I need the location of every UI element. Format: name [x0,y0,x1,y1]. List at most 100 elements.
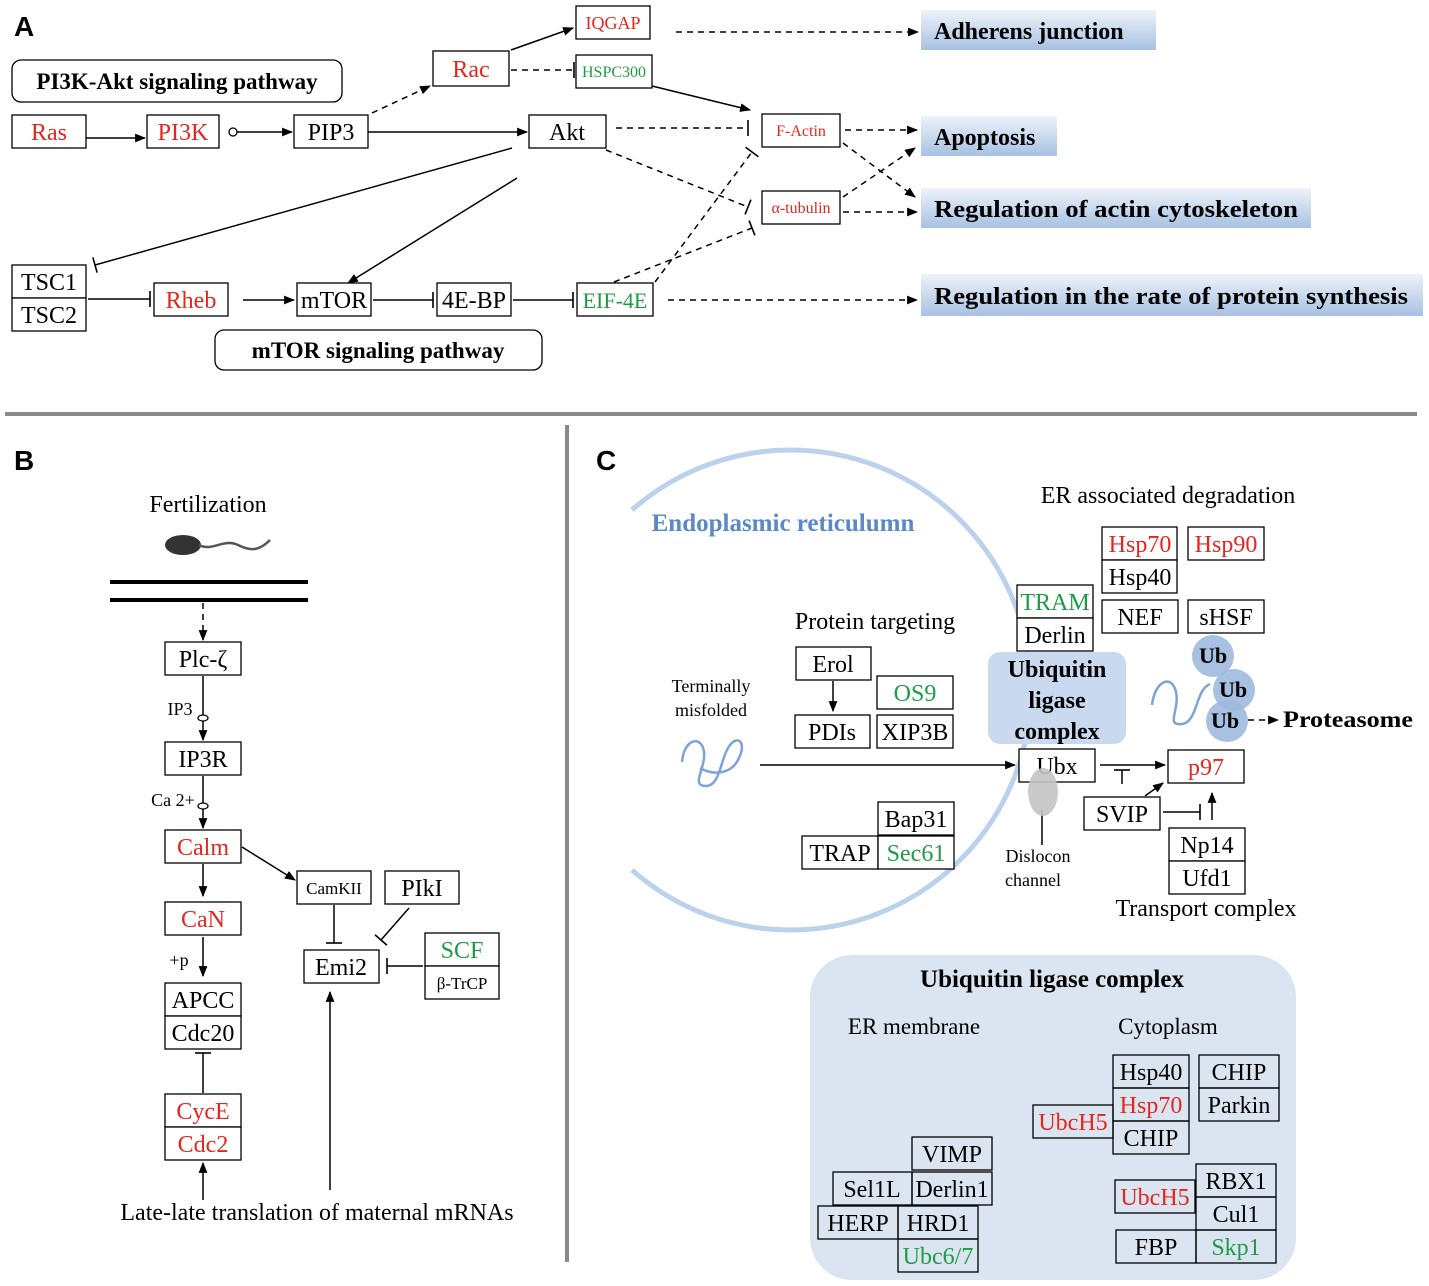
er-title: Endoplasmic reticulumn [652,510,915,537]
node-tram-label: TRAM [1020,590,1089,616]
node-svip: SVIP [1083,796,1161,831]
erad-title: ER associated degradation [1041,483,1296,509]
ubiquitin-ligase-complex-node: Ubiquitin ligase complex [988,652,1126,745]
node-nef-label: NEF [1117,605,1162,631]
proteasome-label: Proteasome [1283,707,1413,732]
node-ufd1-label: Ufd1 [1182,866,1231,892]
node-pi3k: PI3K [146,114,220,149]
node-eif4e: EIF-4E [576,282,654,317]
edge-plc-ip3r-node [197,714,209,722]
node-trap: TRAP [801,835,879,870]
complex-rbx1-label: RBX1 [1205,1169,1266,1195]
node-shsf: sHSF [1187,599,1265,634]
panel-a: A PI3K-Akt signaling pathway mTOR signal… [11,5,1423,371]
complex-cul1-label: Cul1 [1213,1202,1260,1228]
dislocon-label-line2: channel [1005,870,1061,890]
outcome-actin-cytoskeleton: Regulation of actin cytoskeleton [921,188,1311,228]
node-p97: p97 [1167,749,1245,784]
node-cyce-label: CycE [176,1099,229,1125]
node-emi2: Emi2 [303,949,380,984]
ub-tag-2: Ub [1219,677,1247,702]
outcome-adherens-junction: Adherens junction [921,10,1156,50]
node-ras: Ras [11,114,87,149]
ulc-label-line2: ligase [1028,688,1086,714]
node-nef: NEF [1101,599,1179,634]
ubiquitinated-protein-icon [1150,680,1211,726]
node-rheb: Rheb [153,282,229,317]
node-pip3: PIP3 [293,114,369,149]
node-ip3r-label: IP3R [178,747,227,773]
edge-eif4e-tubulin [613,220,756,283]
fertilization-label: Fertilization [149,492,266,518]
complex-derlin1-label: Derlin1 [915,1177,988,1203]
node-rheb-label: Rheb [166,288,217,314]
node-ubx: Ubx [1018,748,1096,783]
complex-hsp40-hsp70-chip: Hsp40 Hsp70 CHIP [1112,1054,1190,1155]
ulc-label-line1: Ubiquitin [1008,657,1107,683]
edge-label-ca: Ca 2+ [151,790,195,810]
edge-label-ip3: IP3 [167,699,192,719]
complex-sel1l-label: Sel1L [843,1177,900,1203]
node-hsp90-label: Hsp90 [1195,532,1258,558]
node-can: CaN [164,901,242,936]
node-hsp40-label: Hsp40 [1109,565,1172,591]
node-can-label: CaN [181,907,225,933]
complex-hsp40-label: Hsp40 [1120,1060,1183,1086]
maternal-mrna-translation-label: Late-late translation of maternal mRNAs [120,1200,513,1226]
node-cdc20-label: Cdc20 [172,1021,235,1047]
node-ras-label: Ras [31,120,67,146]
node-btrcp-label: β-TrCP [437,974,488,993]
node-rac: Rac [432,50,510,87]
panel-b-edges [195,603,423,1200]
node-tsc1-label: TSC1 [21,270,77,296]
node-derlin-label: Derlin [1024,623,1085,649]
misfolded-label: misfolded [675,700,747,720]
node-4ebp: 4E-BP [436,282,512,317]
edge-hspc300-factin [651,85,752,112]
node-trap-label: TRAP [809,841,870,867]
node-np14-ufd1: Np14 Ufd1 [1168,827,1246,895]
edge-pikl-emi2 [374,907,410,946]
node-xip3b: XIP3B [876,714,954,749]
node-iqgap: IQGAP [575,5,651,40]
complex-vimp-label: VIMP [922,1142,982,1168]
edge-factin-actin [842,142,916,198]
node-pdis: PDIs [794,714,871,749]
complex-panel-title: Ubiquitin ligase complex [920,966,1184,993]
ulc-label-line3: complex [1014,719,1099,745]
node-tsc2-label: TSC2 [21,303,77,329]
node-plc: Plc-ζ [164,641,242,676]
node-apcc-cdc20: APCC Cdc20 [164,982,242,1050]
node-pdis-label: PDIs [808,720,856,746]
complex-er-membrane-group: VIMP Sel1L Derlin1 HERP HRD1 Ubc6/7 [817,1136,993,1273]
protein-targeting-title: Protein targeting [795,609,955,635]
complex-chip-b-label: CHIP [1212,1060,1267,1086]
complex-hrd1-label: HRD1 [907,1211,970,1237]
ub-tag-1: Ub [1199,643,1227,668]
node-os9-label: OS9 [894,681,937,707]
membrane-icon [110,580,308,602]
node-camkii-label: CamKII [306,879,362,898]
node-plc-label: Plc-ζ [179,647,228,673]
node-hsp70-hsp40: Hsp70 Hsp40 [1101,526,1178,594]
outcome-adherens-junction-label: Adherens junction [934,19,1124,45]
edge-svip-p97 [1144,782,1164,797]
edge-pip3-rac [371,85,431,114]
node-tram-derlin: TRAM Derlin [1016,584,1094,652]
cytoplasm-label: Cytoplasm [1118,1014,1218,1039]
node-alpha-tubulin-label: α-tubulin [771,200,830,217]
edge-label-p: +p [169,950,188,970]
edge-ip3r-calm-node [197,802,209,810]
node-iqgap-label: IQGAP [585,13,640,33]
node-mtor-label: mTOR [301,288,367,314]
node-scf-label: SCF [441,938,484,964]
node-sec61: Sec61 [877,835,955,870]
panel-a-edges [86,27,920,308]
panel-b: B Fertilization IP3 Ca 2+ [14,445,514,1226]
node-cdc2-label: Cdc2 [178,1132,229,1158]
node-erol-label: Erol [812,652,854,678]
ub-tag-3: Ub [1211,708,1239,733]
node-shsf-label: sHSF [1199,605,1252,631]
panel-a-label: A [14,11,34,42]
